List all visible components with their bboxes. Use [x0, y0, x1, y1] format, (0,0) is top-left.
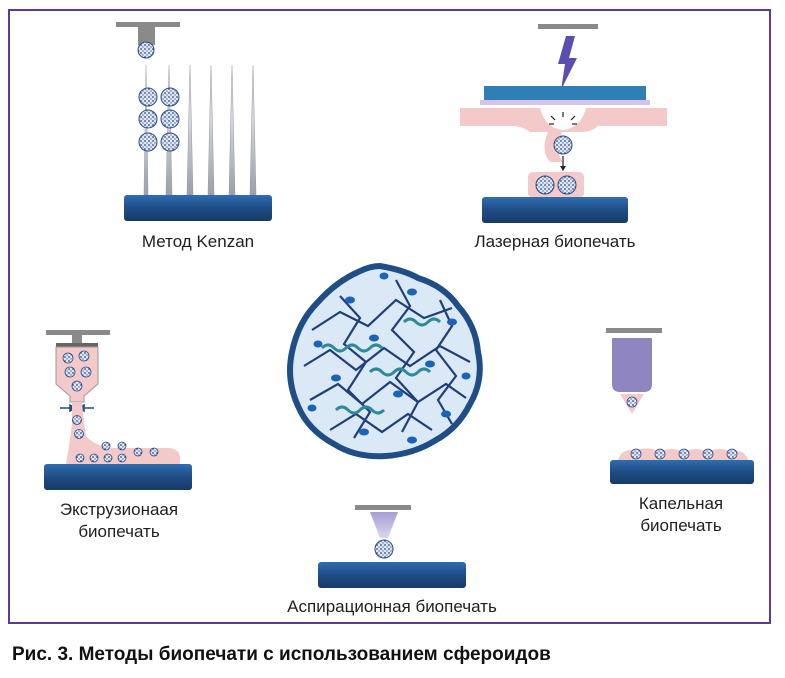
aspiration-nozzle — [370, 512, 398, 538]
spheroid — [553, 135, 573, 155]
platform — [124, 195, 272, 221]
needle — [143, 64, 149, 196]
spheroid — [630, 448, 642, 460]
needle — [207, 64, 215, 196]
spheroid — [133, 447, 143, 457]
laser-bolt-icon — [558, 36, 577, 90]
spheroid — [101, 441, 111, 451]
extrusion-method — [44, 330, 192, 490]
ribbon-top — [484, 86, 646, 100]
spheroid — [160, 87, 180, 107]
holder-arm — [138, 27, 155, 45]
spheroid — [117, 453, 127, 463]
collagen-fibers — [320, 317, 442, 415]
label-extrusion: Экструзионаая биопечать — [59, 500, 179, 541]
arrow-head — [560, 166, 566, 171]
spheroid — [138, 109, 158, 129]
platform — [318, 562, 466, 588]
needle — [249, 64, 257, 196]
spheroid — [89, 453, 99, 463]
spheroid — [160, 132, 180, 152]
burst-marks — [549, 112, 577, 125]
spheroid — [160, 109, 180, 129]
spheroid — [78, 350, 90, 362]
spheroid — [71, 380, 83, 392]
holder-bar — [538, 24, 598, 29]
spheroid — [80, 366, 92, 378]
holder-bar — [606, 328, 662, 333]
laser-method — [460, 24, 667, 223]
aspiration-method — [318, 505, 466, 588]
spheroid — [535, 175, 555, 195]
spheroid — [678, 448, 690, 460]
spheroid — [137, 41, 155, 59]
label-laser: Лазерная биопечать — [474, 232, 636, 251]
label-aspiration: Аспирационная биопечать — [287, 597, 497, 616]
spheroid — [62, 352, 74, 364]
needle — [228, 64, 236, 196]
spheroid — [72, 415, 82, 425]
plunger — [56, 343, 98, 347]
spheroid — [654, 448, 666, 460]
spheroid — [726, 448, 738, 460]
needle — [165, 64, 173, 196]
figure-caption: Рис. 3. Методы биопечати с использование… — [12, 644, 551, 665]
spheroid — [117, 441, 127, 451]
holder-bar — [46, 330, 110, 335]
spheroid — [138, 87, 158, 107]
spheroid-outline — [287, 263, 483, 460]
absorbing-layer — [480, 100, 650, 105]
holder-bar — [355, 505, 411, 510]
spheroid — [374, 539, 394, 559]
platform — [482, 197, 628, 223]
kenzan-method — [116, 22, 272, 221]
spheroid — [74, 429, 84, 439]
syringe-barrel — [55, 346, 99, 403]
label-droplet: Капельная биопечать — [638, 494, 724, 535]
gel-layer — [460, 108, 667, 162]
spheroid — [138, 132, 158, 152]
spheroid — [626, 396, 638, 408]
spheroid — [103, 453, 113, 463]
plunger-rod — [72, 335, 82, 343]
cell-nuclei — [307, 272, 471, 444]
ecm-fibers — [303, 279, 471, 439]
label-kenzan: Метод Kenzan — [141, 232, 255, 251]
droplet-reservoir — [612, 338, 652, 392]
holder-bar — [116, 22, 180, 27]
platform — [44, 464, 192, 490]
spheroid — [149, 447, 159, 457]
central-spheroid — [287, 263, 483, 460]
droplet-method — [606, 328, 754, 484]
platform — [610, 460, 754, 484]
needle — [186, 64, 194, 196]
spheroid — [64, 366, 76, 378]
spheroid — [702, 448, 714, 460]
spheroid — [75, 453, 85, 463]
spheroid — [557, 175, 577, 195]
